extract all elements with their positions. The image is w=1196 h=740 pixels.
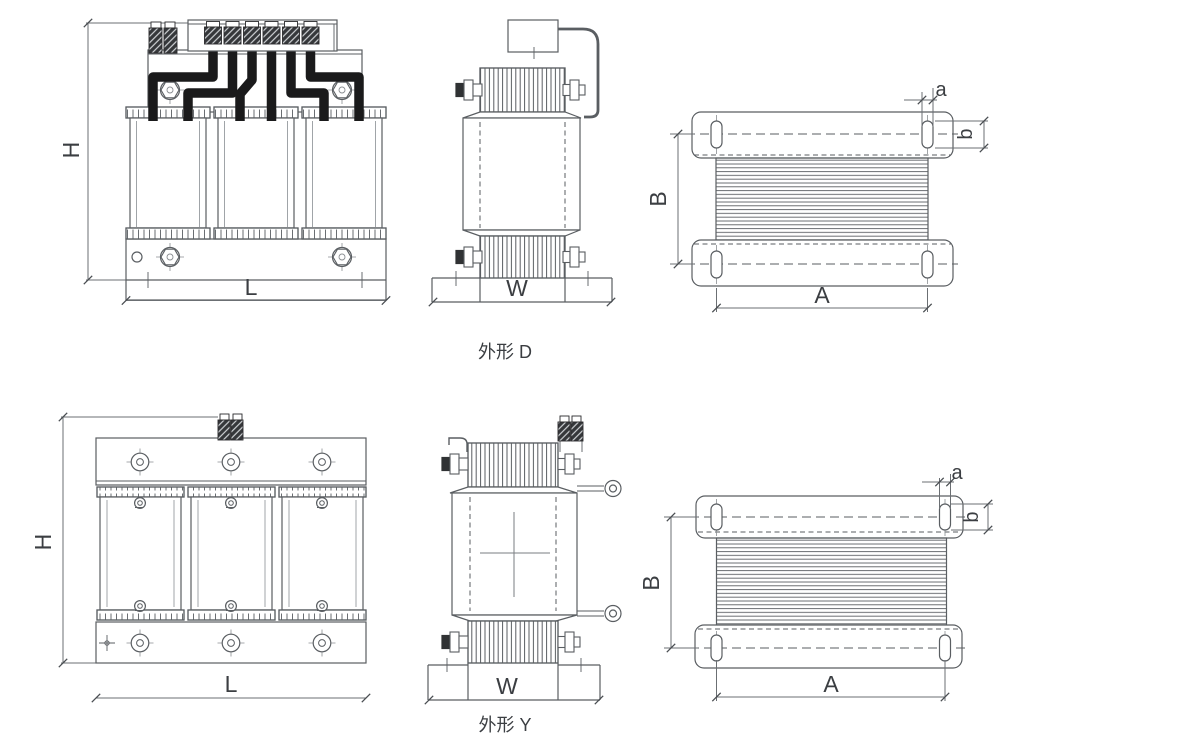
bottom-flange	[694, 624, 963, 669]
front-view-y	[58, 412, 371, 703]
aux-terminal-block	[148, 21, 178, 54]
dim-label-h-d: H	[58, 142, 84, 159]
top-winding-ribs	[467, 442, 559, 488]
lifting-rings	[577, 479, 622, 623]
top-winding-ribs	[479, 67, 566, 113]
slot	[921, 120, 934, 149]
drawing-root	[58, 18, 993, 705]
slot	[921, 250, 934, 279]
upper-flange	[462, 111, 582, 119]
lower-flange	[462, 229, 581, 237]
lifting-eyelet	[134, 497, 146, 509]
dim-label-b-d: B	[645, 191, 671, 206]
winding-bolt	[441, 631, 469, 653]
terminal-box	[187, 19, 338, 52]
side-view-d	[428, 19, 616, 307]
labels: H L W B A a b 外形 D H L W B A a b 外形 Y	[30, 79, 983, 735]
dimension-l-d	[121, 295, 391, 306]
slot	[710, 634, 723, 662]
dimension-slot-b-d	[935, 116, 989, 153]
dimension-h-y	[58, 412, 218, 668]
dim-label-a-y: A	[823, 671, 839, 697]
core-body	[462, 117, 581, 231]
dimension-a-y	[711, 660, 950, 702]
dimension-slot-a-y	[922, 474, 956, 509]
lifting-eyelet	[316, 497, 328, 509]
center-cross	[480, 512, 550, 597]
slot	[938, 503, 952, 531]
dimension-slot-a-d	[904, 88, 938, 127]
bottom-winding-ribs	[479, 235, 566, 279]
mounting-strap	[558, 27, 600, 119]
core-laminations	[715, 537, 948, 626]
dimension-slot-b-y	[951, 499, 993, 535]
front-view-d	[83, 18, 391, 306]
slot	[938, 634, 952, 662]
winding-bolt	[455, 79, 483, 101]
lifting-eyelet	[134, 599, 146, 613]
top-view-y	[664, 474, 993, 702]
dim-label-w-y: W	[496, 673, 518, 699]
slot	[710, 250, 723, 279]
lower-flange	[451, 614, 578, 622]
dim-label-h-y: H	[30, 534, 56, 551]
dim-label-l-d: L	[245, 274, 258, 300]
caption-shape-y: 外形 Y	[478, 715, 531, 735]
coil-assembly-y	[96, 486, 367, 621]
winding-bolt	[455, 246, 483, 268]
lifting-eyelet	[316, 599, 328, 613]
top-view-d	[670, 88, 989, 313]
terminal-block-side-y	[557, 415, 584, 452]
coil-assembly	[125, 106, 387, 240]
ground-mark	[99, 635, 115, 651]
slot	[710, 503, 723, 531]
slot	[710, 120, 723, 149]
winding-bolt	[441, 453, 469, 475]
core-laminations	[715, 157, 929, 241]
mounting-feet	[427, 658, 601, 701]
dim-label-slot-a-d: a	[935, 79, 947, 101]
base-hole	[131, 251, 143, 263]
side-view-y	[424, 415, 622, 705]
winding-bolt	[557, 453, 581, 475]
dim-label-l-y: L	[225, 671, 238, 697]
top-flange	[691, 111, 954, 159]
caption-shape-d: 外形 D	[478, 342, 532, 362]
bottom-flange	[691, 239, 954, 287]
lifting-eyelet	[225, 599, 237, 613]
dim-label-b-y: B	[638, 575, 664, 590]
dim-label-a-d: A	[814, 282, 830, 308]
top-hook	[448, 437, 468, 452]
winding-bolt	[562, 246, 586, 268]
dim-label-slot-b-d: b	[955, 128, 977, 139]
winding-bolt	[562, 79, 586, 101]
dimension-b-d	[670, 129, 694, 269]
mounting-feet	[431, 271, 613, 303]
dimension-l-y	[91, 693, 371, 703]
lifting-eyelet	[225, 497, 237, 509]
bottom-winding-ribs	[467, 620, 559, 664]
terminal-block-y	[217, 413, 244, 441]
dim-label-slot-b-y: b	[961, 511, 983, 522]
dimension-a-d	[711, 288, 933, 313]
terminal-box-side	[507, 19, 559, 53]
dim-label-w-d: W	[506, 275, 528, 301]
power-cables	[148, 45, 364, 121]
dimension-b-y	[664, 512, 698, 653]
winding-bolt	[557, 631, 581, 653]
dim-label-slot-a-y: a	[951, 462, 963, 484]
upper-flange	[449, 486, 578, 494]
